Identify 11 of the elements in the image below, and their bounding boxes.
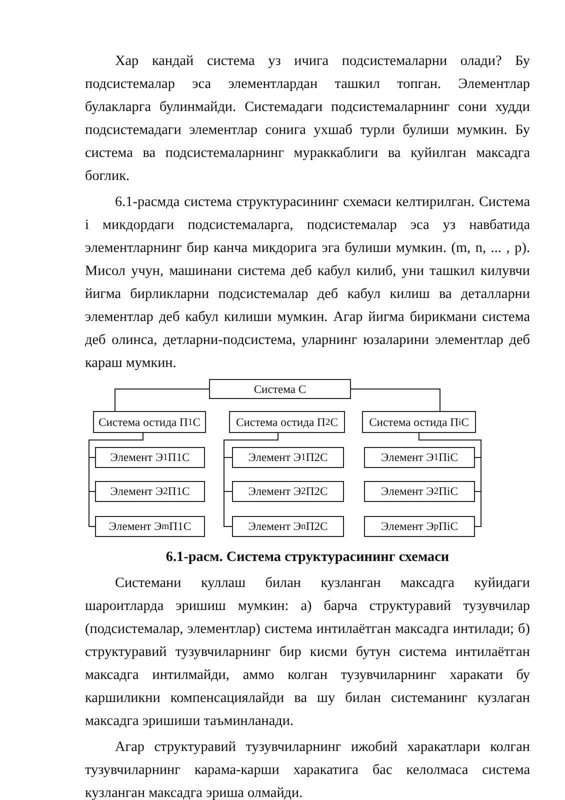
system-box: Система С [209, 379, 351, 399]
connector-line [418, 432, 482, 527]
connector-line [224, 432, 278, 527]
connector-line [114, 388, 210, 412]
paragraph: Системани куллаш билан кузланган максадга куйидаги шароитларда эришиш мумкин: а) барча структуравий тузувчилар (подсистемалар, элементлар) система интилаётган максадга интилади; б) структуравий тузувчиларнинг бир кисми бутун система интилаётган максадга интилмайди, аммо колган тузувчиларнинг харакати бу каршиликни компенсациялайди ва шу билан системанинг кузлаган максадга эришиши таъминланади. [85, 574, 530, 731]
connector-line [350, 388, 440, 412]
figure-caption: 6.1-расм. Система структурасининг схемаси [164, 548, 450, 567]
paragraph: Хар кандай система уз ичига подсистемаларни олади? Бу подсистемалар эса элементлардан ташкил топган. Элементлар булакларга булинмайди. Системадаги подсистемаларнинг сони худди подсистемадаги элементлар сонига ухшаб турли булиши мумкин. Бу система ва подсистемаларнинг мураккаблиги ва куйилган максадга боглик. [85, 52, 530, 186]
paragraph: 6.1-расмда система структурасининг схемаси келтирилган. Система i микдордаги подсистемаларга, подсистемалар эса уз навбатида элементларнинг бир канча микдорига эга булиши мумкин. (m, n, ... , p). Мисол учун, машинани система деб кабул килиб, уни ташкил килувчи йигма бирликларни подсистемалар деб кабул килиш ва деталларни элементлар деб кабул килиши мумкин. Агар йигма бирикмани система деб олинса, детларни-подсистема, уларнинг юзаларини элементлар деб караш мумкин. [85, 193, 530, 373]
connector-line [88, 432, 144, 527]
paragraph: Агар структуравий тузувчиларнинг ижобий харакатлари колган тузувчиларнинг карама-карши харакатига бас келолмаса система кузланган максадга эриша олмайди. [85, 738, 530, 800]
